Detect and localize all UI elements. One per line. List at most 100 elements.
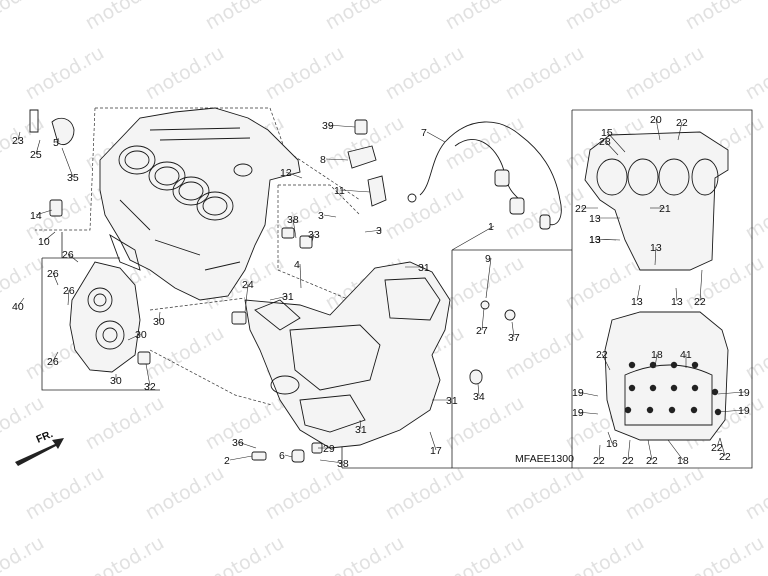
part-callout-number: 11: [334, 185, 345, 197]
watermark-text: motod.ru: [82, 532, 168, 576]
callout-leader: [606, 131, 626, 153]
case-bolt: [670, 361, 678, 369]
watermark-text: motod.ru: [622, 42, 708, 105]
part-callout-number: 38: [337, 458, 349, 470]
callout-leader: [158, 311, 161, 322]
callout-leader: [429, 431, 437, 451]
part-callout-number: 18: [651, 349, 663, 361]
part-callout-number: 8: [320, 154, 326, 166]
callout-leader: [485, 257, 492, 299]
part-callout-number: 10: [38, 236, 50, 248]
case-bolt: [649, 384, 657, 392]
callout-leader: [299, 263, 302, 289]
callout-leader: [601, 353, 611, 371]
case-bolt: [628, 384, 636, 392]
callout-leader: [35, 209, 53, 216]
part-callout-number: 21: [659, 203, 671, 215]
part-callout-number: 4: [294, 259, 300, 271]
part-callout-number: 22: [593, 455, 605, 467]
watermark-text: motod.ru: [322, 0, 408, 34]
case-bolt: [668, 406, 676, 414]
part-callout-number: 6: [279, 450, 285, 462]
part-callout-number: 30: [110, 375, 122, 387]
part-callout-number: 38: [287, 214, 299, 226]
case-bolt: [690, 406, 698, 414]
part-callout-number: 22: [694, 296, 706, 308]
watermark-text: motod.ru: [382, 462, 468, 525]
callout-leader: [67, 253, 79, 263]
callout-leader: [269, 295, 289, 301]
part-callout-number: 26: [47, 356, 59, 368]
callout-leader: [655, 118, 661, 141]
watermark-text: motod.ru: [0, 112, 48, 175]
case-bolt: [646, 406, 654, 414]
watermark-text: motod.ru: [0, 252, 48, 315]
callout-leader: [67, 289, 70, 306]
case-bolt: [711, 388, 719, 396]
watermark-text: motod.ru: [562, 0, 648, 34]
watermark-text: motod.ru: [742, 322, 768, 385]
part-callout-number: 13: [589, 234, 601, 246]
front-direction-marker: FR.: [15, 428, 64, 466]
part-callout-number: 30: [135, 329, 147, 341]
callout-leader: [127, 333, 142, 341]
part-callout-number: 27: [476, 325, 488, 337]
watermark-text: motod.ru: [202, 392, 288, 455]
callout-leader: [35, 139, 41, 155]
callout-leader: [667, 439, 684, 461]
case-bolt: [628, 361, 636, 369]
part-callout-number: 33: [308, 229, 320, 241]
part-callout-number: 13: [631, 296, 643, 308]
watermark-text: motod.ru: [202, 0, 288, 34]
watermark-text: motod.ru: [682, 0, 768, 34]
callout-leader: [284, 454, 293, 458]
callout-leader: [598, 444, 601, 461]
upper-crankcase-detail: [584, 131, 729, 271]
part-callout-number: 22: [711, 442, 723, 454]
watermark-text: motod.ru: [382, 182, 468, 245]
case-bolt: [691, 361, 699, 369]
callout-leader: [627, 439, 631, 461]
part-callout-number: 22: [622, 455, 634, 467]
part-callout-number: 9: [485, 253, 491, 265]
part-callout-number: 30: [153, 316, 165, 328]
part-callout-number: 34: [473, 391, 485, 403]
part-callout-number: 40: [12, 301, 24, 313]
callout-leader: [52, 272, 59, 286]
watermark-text: motod.ru: [22, 462, 108, 525]
diagram-code: MFAEE1300: [515, 453, 574, 465]
part-callout-number: 18: [677, 455, 689, 467]
sensor-wire-harness: [407, 121, 562, 230]
part-callout-number: 26: [62, 249, 74, 261]
callout-leader: [716, 437, 721, 448]
watermark-text: motod.ru: [502, 42, 588, 105]
callout-leader: [719, 437, 726, 457]
callout-leader: [477, 383, 480, 397]
callout-leader: [647, 439, 653, 461]
lower-crankcase-detail: [604, 311, 729, 441]
callout-leader: [364, 229, 383, 233]
watermark-text: motod.ru: [502, 462, 588, 525]
front-marker-label: FR.: [34, 428, 54, 446]
part-callout-number: 22: [575, 203, 587, 215]
part-callout-number: 22: [596, 349, 608, 361]
callout-leader: [17, 131, 21, 141]
part-callout-number: 7: [421, 127, 427, 139]
callout-leader: [327, 124, 356, 128]
callout-leader: [481, 307, 485, 331]
callout-leader: [285, 171, 303, 179]
watermark-text: motod.ru: [82, 392, 168, 455]
watermark-text: motod.ru: [262, 42, 348, 105]
part-callout-number: 14: [30, 210, 42, 222]
watermark-text: motod.ru: [682, 532, 768, 576]
watermark-text: motod.ru: [142, 462, 228, 525]
callout-leader: [237, 441, 257, 449]
callout-leader: [717, 391, 745, 395]
callout-leader: [451, 225, 495, 251]
lower-crankcase: [244, 261, 451, 449]
watermark-text: motod.ru: [742, 42, 768, 105]
callout-leader: [677, 121, 683, 141]
callout-leader: [61, 147, 74, 178]
part-callout-number: 3: [318, 210, 324, 222]
